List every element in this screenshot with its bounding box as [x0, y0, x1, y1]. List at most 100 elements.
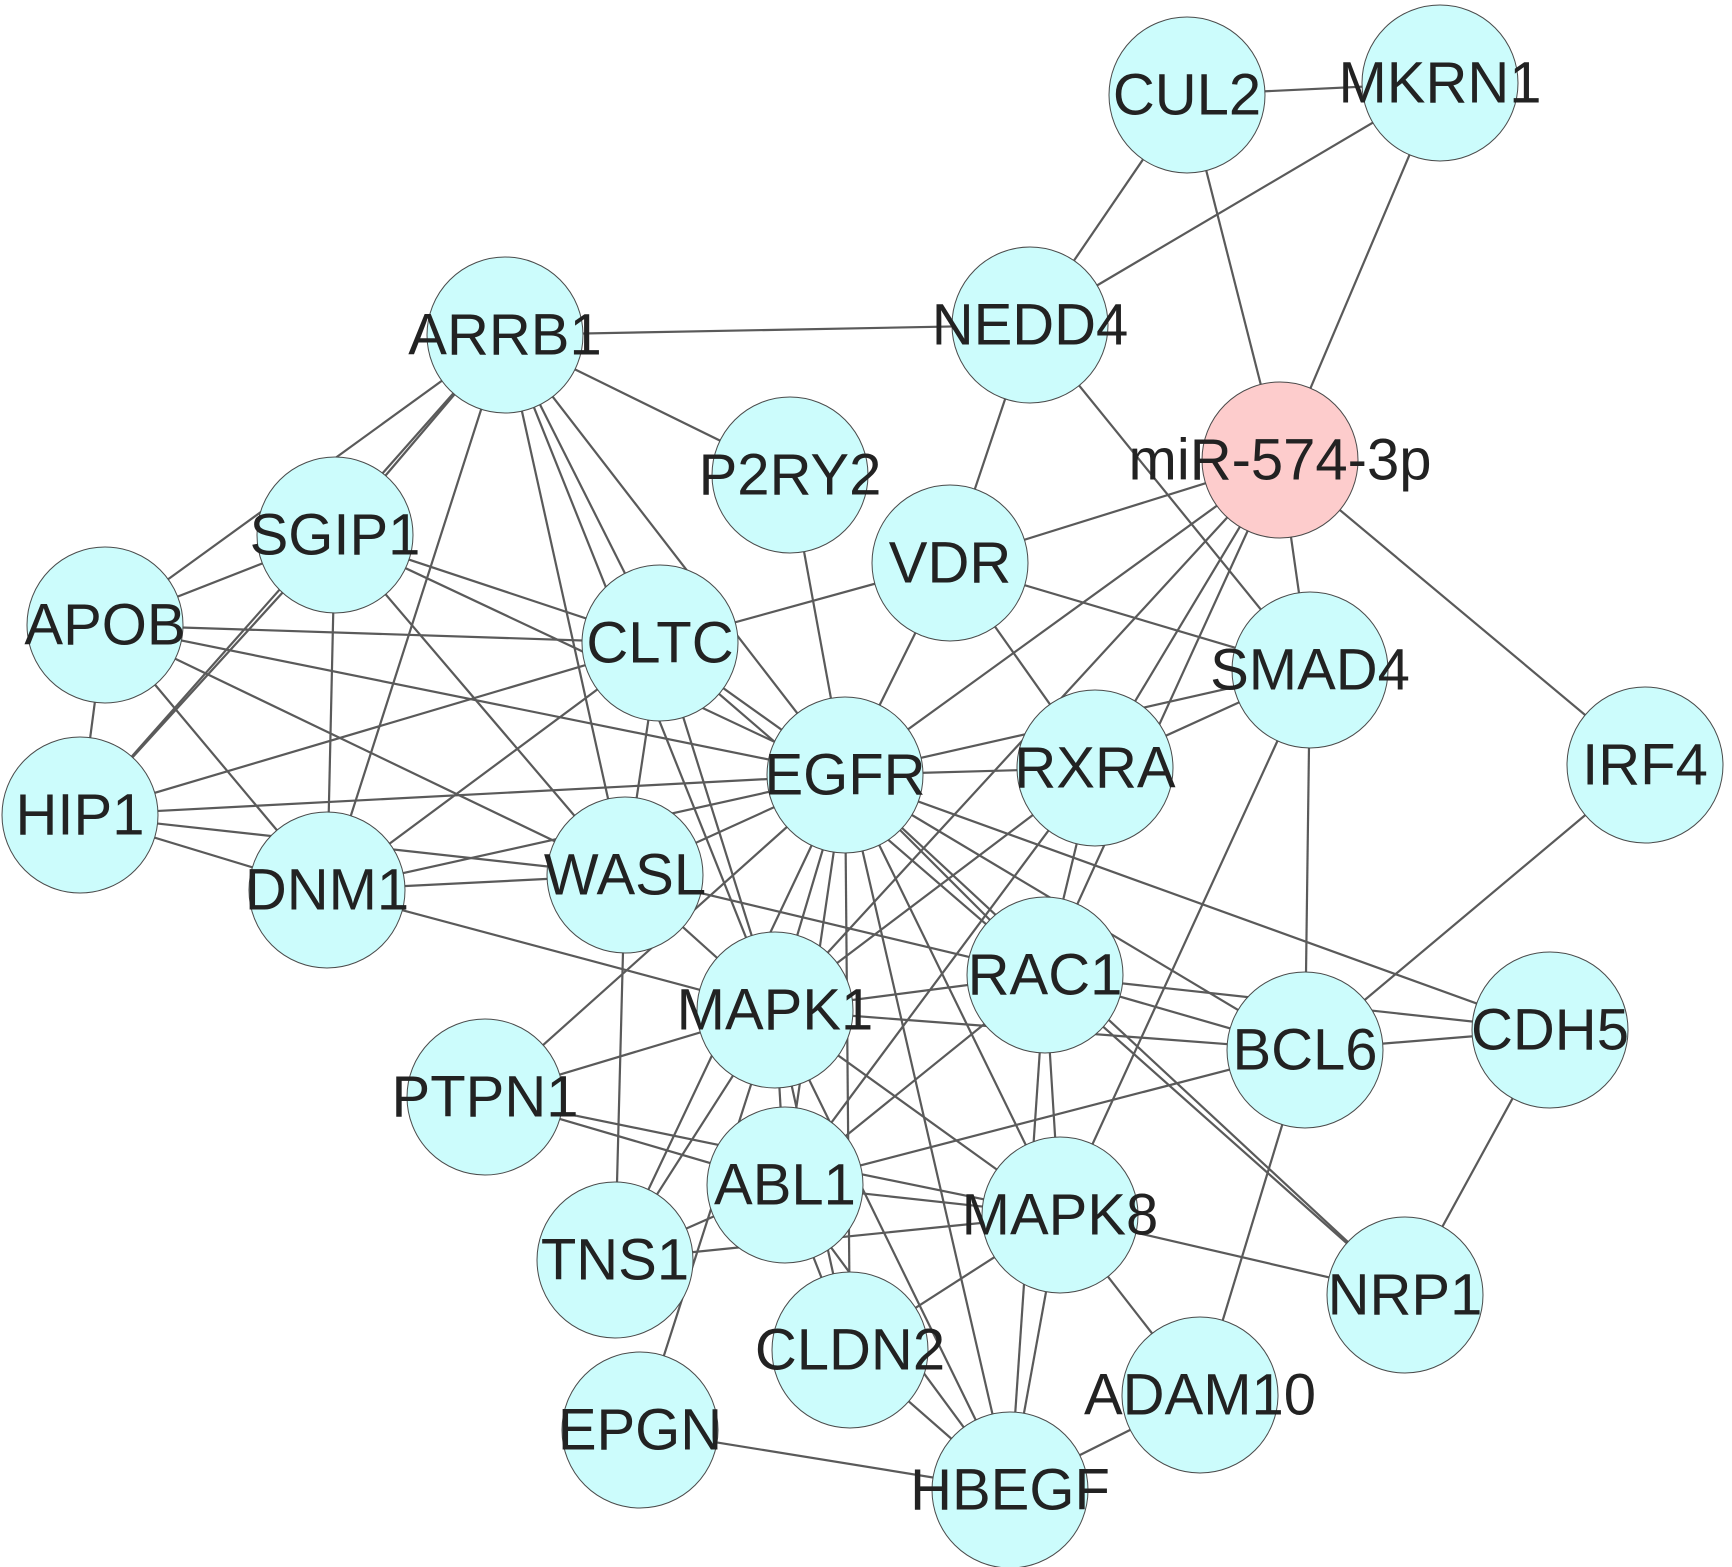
node-egfr[interactable]: EGFR	[764, 696, 926, 854]
edge-egfr-nrp1	[844, 774, 1406, 1296]
node-circle-arrb1[interactable]	[426, 256, 584, 414]
node-rac1[interactable]: RAC1	[966, 896, 1124, 1054]
edge-arrb1-egfr	[504, 334, 846, 776]
node-dnm1[interactable]: DNM1	[245, 811, 409, 969]
node-circle-p2ry2[interactable]	[711, 396, 869, 554]
node-circle-mkrn1[interactable]	[1361, 4, 1519, 162]
node-apob[interactable]: APOB	[24, 546, 186, 704]
node-label-hbegf: HBEGF	[910, 1458, 1110, 1523]
node-cdh5[interactable]: CDH5	[1471, 951, 1629, 1109]
node-adam10[interactable]: ADAM10	[1084, 1316, 1316, 1474]
edge-mapk1-hbegf	[774, 1009, 1011, 1491]
node-circle-tns1[interactable]	[536, 1181, 694, 1339]
node-label-rxra: RXRA	[1014, 736, 1175, 801]
node-label-irf4: IRF4	[1582, 733, 1708, 798]
edge-smad4-mapk8	[1059, 669, 1311, 1216]
node-cldn2[interactable]: CLDN2	[755, 1271, 945, 1429]
node-mapk1[interactable]: MAPK1	[677, 931, 874, 1089]
edge-egfr-hbegf	[843, 774, 1012, 1491]
node-irf4[interactable]: IRF4	[1566, 686, 1724, 844]
node-hbegf[interactable]: HBEGF	[910, 1411, 1110, 1567]
edge-mir-574-3p-egfr	[844, 459, 1281, 776]
node-bcl6[interactable]: BCL6	[1226, 971, 1384, 1129]
node-circle-cul2[interactable]	[1108, 16, 1266, 174]
node-rxra[interactable]: RXRA	[1014, 689, 1176, 847]
edge-apob-egfr	[104, 623, 846, 777]
node-circle-irf4[interactable]	[1566, 686, 1724, 844]
node-label-cltc: CLTC	[586, 611, 733, 676]
node-cul2[interactable]: CUL2	[1108, 16, 1266, 174]
node-label-apob: APOB	[24, 593, 185, 658]
node-cltc[interactable]: CLTC	[581, 564, 739, 722]
node-circle-mir-574-3p[interactable]	[1201, 381, 1359, 539]
node-label-adam10: ADAM10	[1084, 1363, 1316, 1428]
node-circle-sgip1[interactable]	[256, 456, 414, 614]
node-circle-rac1[interactable]	[966, 896, 1124, 1054]
edge-mkrn1-nedd4	[1029, 82, 1441, 326]
node-circle-hip1[interactable]	[1, 736, 159, 894]
node-nrp1[interactable]: NRP1	[1326, 1216, 1484, 1374]
node-circle-cldn2[interactable]	[771, 1271, 929, 1429]
node-smad4[interactable]: SMAD4	[1210, 591, 1410, 749]
node-ptpn1[interactable]: PTPN1	[392, 1018, 579, 1176]
node-label-vdr: VDR	[889, 531, 1011, 596]
node-label-ptpn1: PTPN1	[392, 1065, 579, 1130]
edge-egfr-cdh5	[844, 773, 1551, 1032]
node-p2ry2[interactable]: P2RY2	[699, 396, 882, 554]
node-mkrn1[interactable]: MKRN1	[1338, 4, 1542, 162]
node-circle-smad4[interactable]	[1231, 591, 1389, 749]
node-nedd4[interactable]: NEDD4	[932, 246, 1129, 404]
edge-rac1-nrp1	[1044, 974, 1406, 1296]
node-label-mapk8: MAPK8	[962, 1183, 1159, 1248]
node-circle-epgn[interactable]	[561, 1351, 719, 1509]
node-circle-mapk8[interactable]	[981, 1136, 1139, 1294]
node-label-epgn: EPGN	[558, 1398, 722, 1463]
node-label-abl1: ABL1	[714, 1153, 856, 1218]
node-circle-egfr[interactable]	[766, 696, 924, 854]
node-label-mir-574-3p: miR-574-3p	[1129, 428, 1432, 493]
node-circle-nedd4[interactable]	[951, 246, 1109, 404]
node-circle-rxra[interactable]	[1016, 689, 1174, 847]
node-label-nedd4: NEDD4	[932, 293, 1129, 358]
node-circle-adam10[interactable]	[1121, 1316, 1279, 1474]
node-label-egfr: EGFR	[764, 743, 925, 808]
node-arrb1[interactable]: ARRB1	[408, 256, 602, 414]
node-circle-nrp1[interactable]	[1326, 1216, 1484, 1374]
edge-mir-574-3p-rac1	[1043, 459, 1282, 976]
node-label-mapk1: MAPK1	[677, 978, 874, 1043]
node-circle-abl1[interactable]	[706, 1106, 864, 1264]
node-epgn[interactable]: EPGN	[558, 1351, 722, 1509]
node-label-mkrn1: MKRN1	[1338, 51, 1541, 116]
node-circle-cdh5[interactable]	[1471, 951, 1629, 1109]
node-vdr[interactable]: VDR	[871, 484, 1029, 642]
node-circle-wasl[interactable]	[546, 796, 704, 954]
node-circle-apob[interactable]	[26, 546, 184, 704]
edge-arrb1-wasl	[503, 334, 627, 876]
node-tns1[interactable]: TNS1	[536, 1181, 694, 1339]
edge-egfr-hip1	[79, 773, 846, 817]
node-label-hip1: HIP1	[16, 783, 145, 848]
node-label-bcl6: BCL6	[1232, 1018, 1377, 1083]
node-label-sgip1: SGIP1	[250, 503, 421, 568]
node-sgip1[interactable]: SGIP1	[250, 456, 421, 614]
node-circle-vdr[interactable]	[871, 484, 1029, 642]
node-mir-574-3p[interactable]: miR-574-3p	[1129, 381, 1432, 539]
node-label-dnm1: DNM1	[245, 858, 409, 923]
edge-apob-cltc	[104, 623, 661, 645]
node-label-cul2: CUL2	[1113, 63, 1261, 128]
edge-mir-574-3p-irf4	[1279, 459, 1646, 766]
edge-nedd4-arrb1	[504, 323, 1031, 337]
node-hip1[interactable]: HIP1	[1, 736, 159, 894]
node-circle-cltc[interactable]	[581, 564, 739, 722]
edge-rxra-abl1	[784, 767, 1096, 1186]
node-label-cldn2: CLDN2	[755, 1318, 945, 1383]
node-circle-dnm1[interactable]	[248, 811, 406, 969]
node-circle-hbegf[interactable]	[931, 1411, 1089, 1567]
node-circle-ptpn1[interactable]	[406, 1018, 564, 1176]
node-abl1[interactable]: ABL1	[706, 1106, 864, 1264]
edge-bcl6-abl1	[784, 1048, 1306, 1187]
node-circle-bcl6[interactable]	[1226, 971, 1384, 1129]
node-mapk8[interactable]: MAPK8	[962, 1136, 1159, 1294]
node-circle-mapk1[interactable]	[696, 931, 854, 1089]
node-wasl[interactable]: WASL	[544, 796, 706, 954]
